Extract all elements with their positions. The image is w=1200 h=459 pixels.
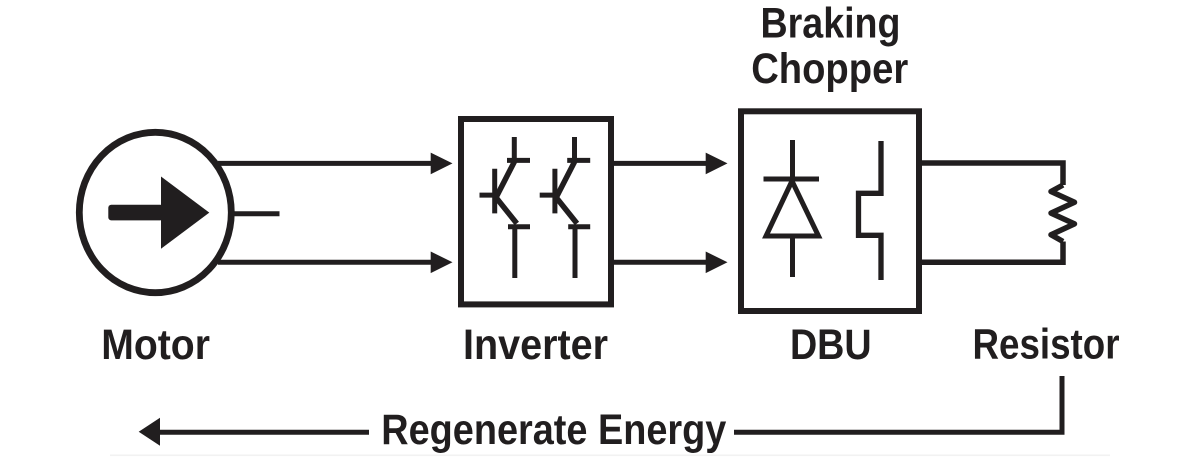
svg-text:Inverter: Inverter	[463, 322, 608, 369]
svg-text:Chopper: Chopper	[751, 46, 908, 93]
svg-text:DBU: DBU	[790, 322, 872, 369]
svg-text:Resistor: Resistor	[973, 322, 1120, 369]
svg-text:Regenerate Energy: Regenerate Energy	[381, 407, 726, 454]
svg-text:Braking: Braking	[761, 1, 901, 48]
svg-text:Motor: Motor	[101, 322, 210, 369]
